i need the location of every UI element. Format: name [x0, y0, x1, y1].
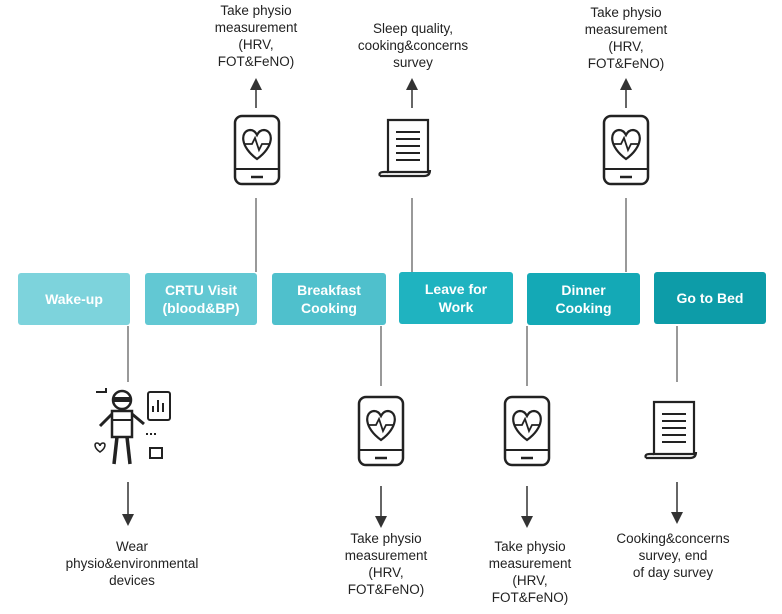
step-go-to-bed-label: Go to Bed — [676, 290, 744, 306]
step-dinner-cooking-label: Dinner Cooking — [555, 282, 612, 316]
step-go-to-bed: Go to Bed — [654, 272, 766, 324]
document-icon — [378, 118, 432, 178]
top-caption-leave: Sleep quality, cooking&concerns survey — [357, 21, 469, 70]
top-caption-crtu: Take physio measurement (HRV, FOT&FeNO) — [214, 3, 298, 69]
bottom-caption-dinner: Take physio measurement (HRV, FOT&FeNO) — [488, 539, 572, 605]
step-crtu-visit-label: CRTU Visit (blood&BP) — [162, 282, 240, 316]
step-breakfast-cooking: Breakfast Cooking — [272, 273, 386, 325]
bottom-caption-breakfast: Take physio measurement (HRV, FOT&FeNO) — [344, 531, 428, 597]
phone-heart-icon — [503, 395, 551, 467]
phone-heart-icon — [357, 395, 405, 467]
phone-heart-icon — [602, 114, 650, 186]
step-wake-up-label: Wake-up — [45, 291, 103, 307]
step-leave-for-work-label: Leave for Work — [424, 281, 488, 315]
phone-heart-icon — [233, 114, 281, 186]
bottom-caption-bed: Cooking&concerns survey, end of day surv… — [616, 531, 730, 580]
bottom-caption-wakeup: Wear physio&environmental devices — [65, 539, 199, 588]
top-caption-dinner: Take physio measurement (HRV, FOT&FeNO) — [584, 5, 668, 71]
document-icon — [644, 400, 698, 460]
step-dinner-cooking: Dinner Cooking — [527, 273, 640, 325]
step-wake-up: Wake-up — [18, 273, 130, 325]
step-leave-for-work: Leave for Work — [399, 272, 513, 324]
step-breakfast-cooking-label: Breakfast Cooking — [297, 282, 361, 316]
person-wearing-devices-icon — [94, 388, 171, 465]
step-crtu-visit: CRTU Visit (blood&BP) — [145, 273, 257, 325]
